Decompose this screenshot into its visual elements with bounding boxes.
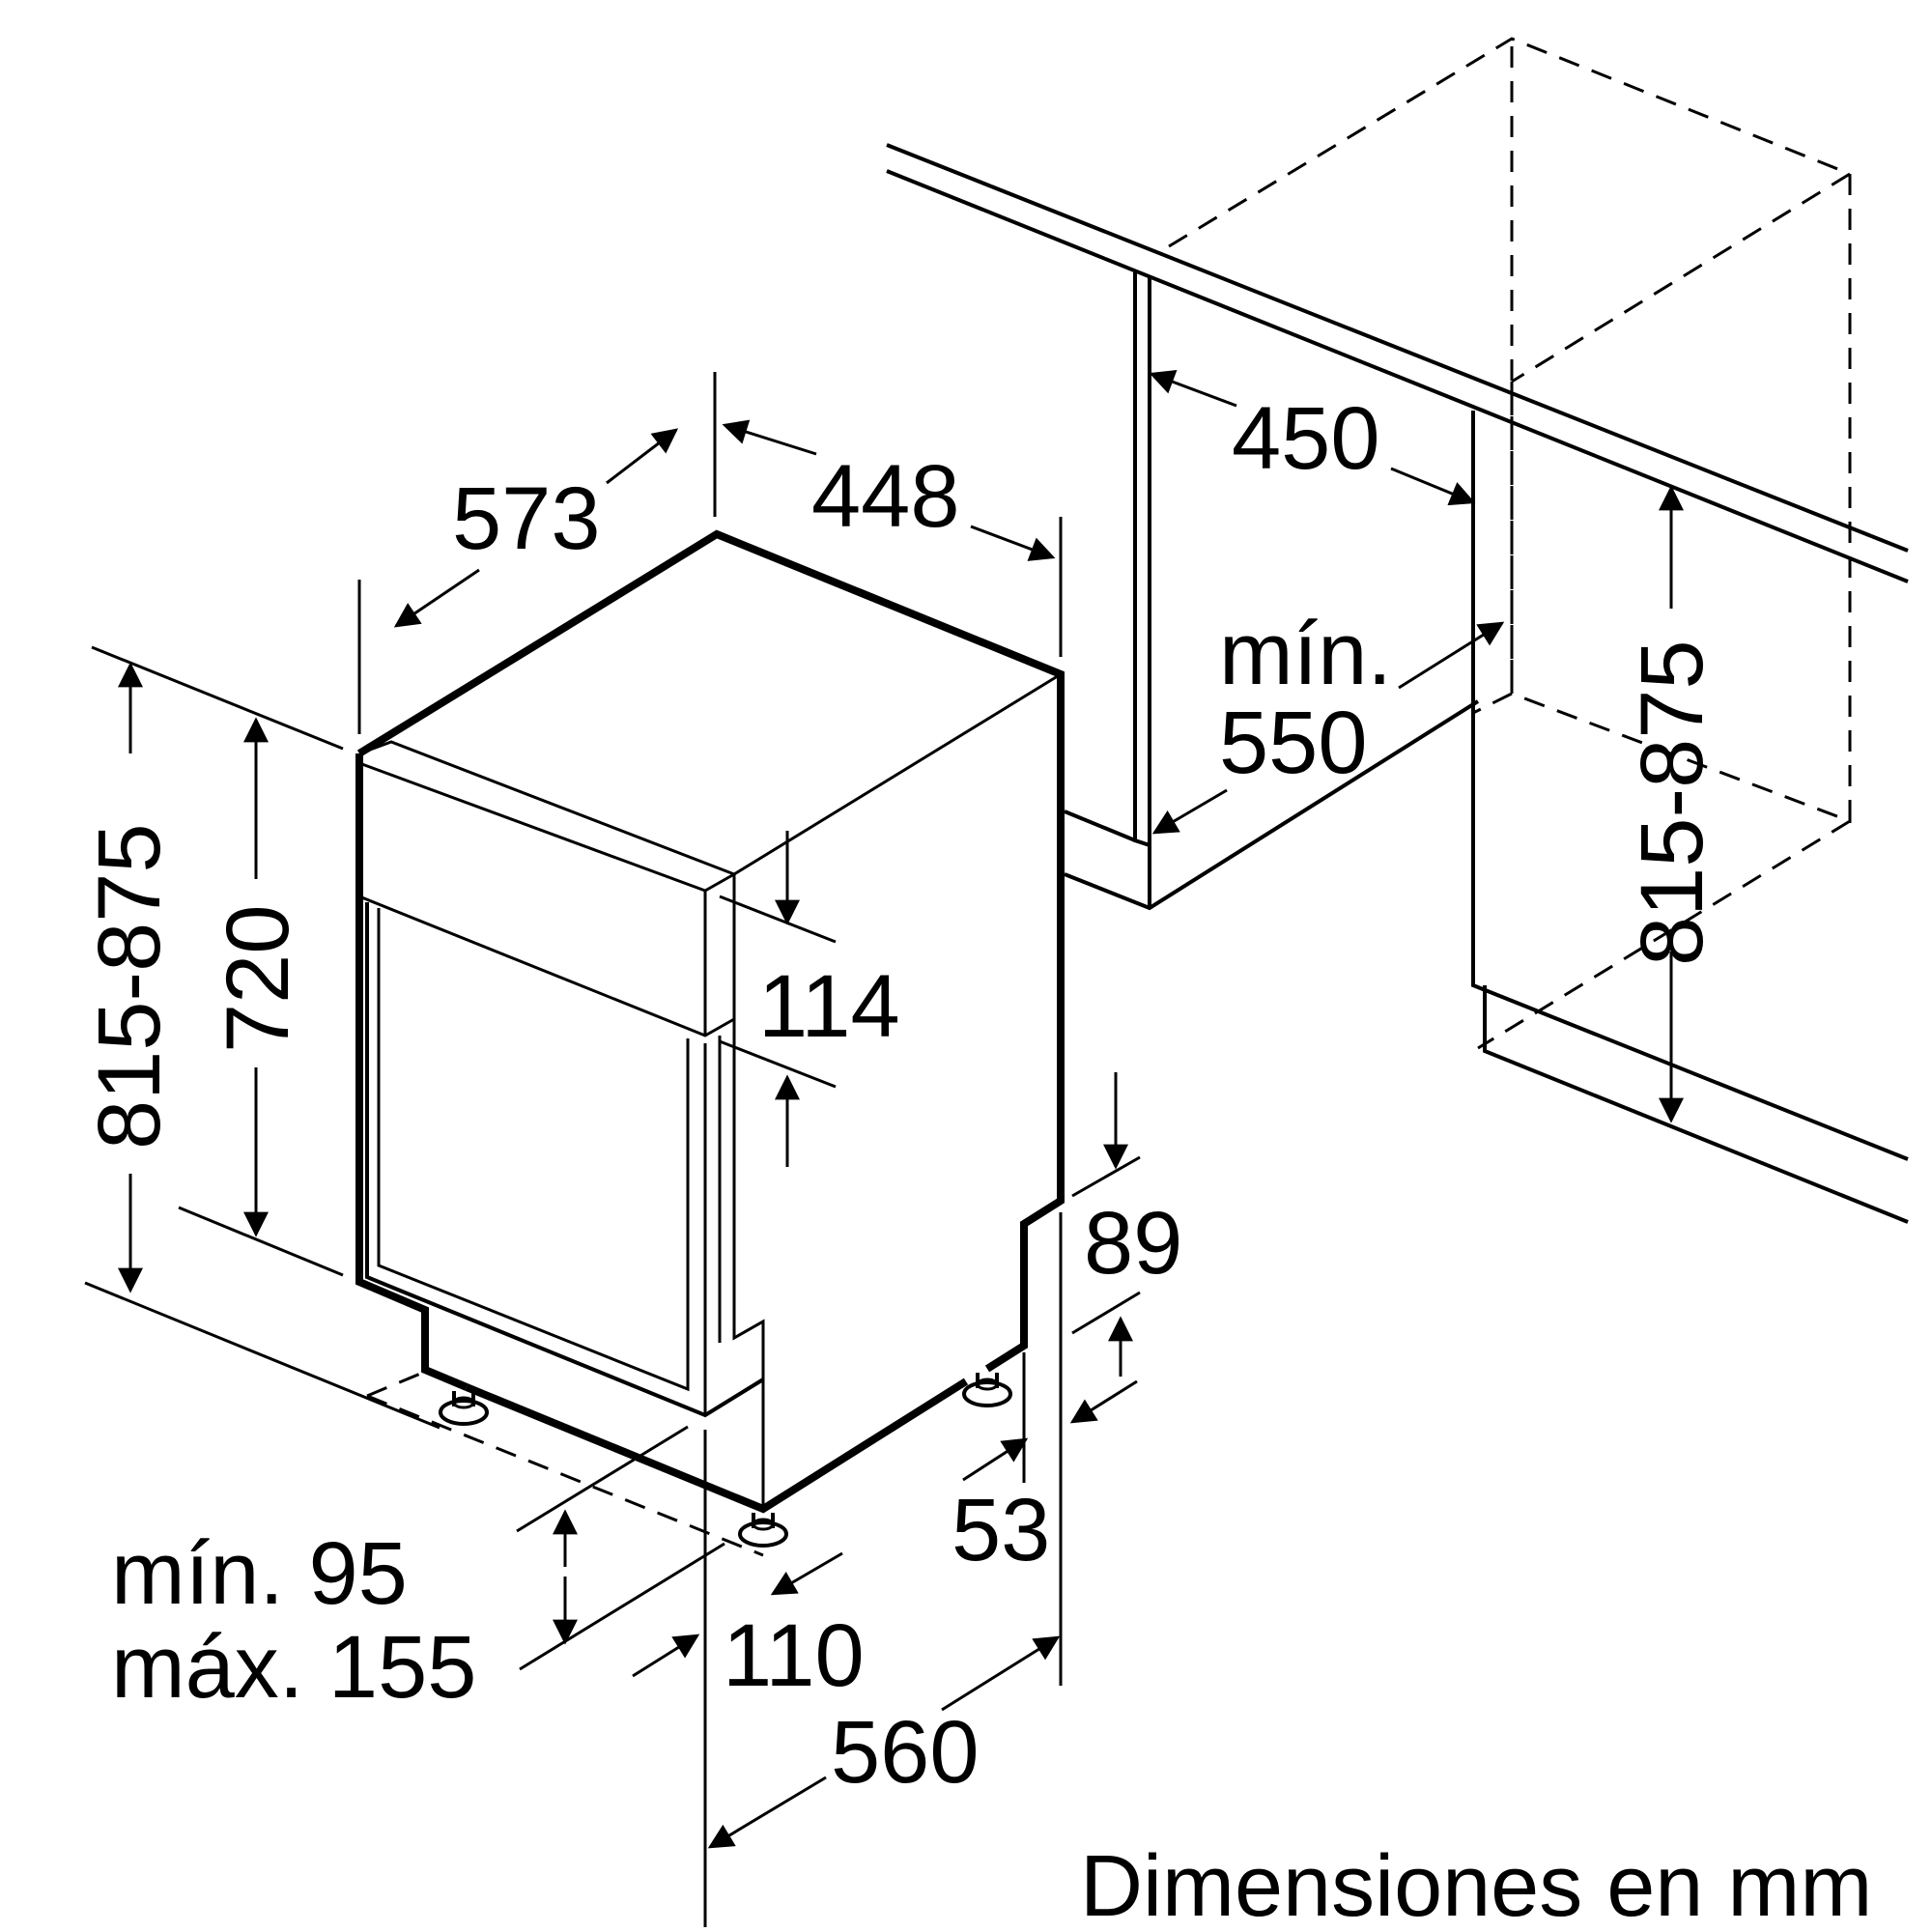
countertop-bottom-line (886, 169, 1909, 583)
dim-label-min-95: mín. 95 (111, 1524, 408, 1623)
dim-line-53 (962, 1437, 1029, 1482)
dim-line-448 (722, 419, 817, 456)
foot-front-left (439, 1391, 489, 1426)
appliance-bottom-edge (465, 1378, 969, 1514)
dishwasher-body (355, 529, 1065, 1557)
front-panel-top (358, 761, 735, 893)
dimension-lines (84, 370, 1684, 1927)
dim-label-53: 53 (952, 1481, 1050, 1579)
dimension-labels: 573 448 450 mín. 550 815-875 720 114 89 … (80, 389, 1721, 1802)
cabinet-left-base (1064, 699, 1480, 911)
dim-label-450: 450 (1232, 389, 1380, 488)
dim-label-89: 89 (1084, 1194, 1182, 1293)
dim-label-720: 720 (209, 905, 307, 1054)
countertop-top-line (886, 143, 1909, 553)
floor-footprint-dashed (366, 1370, 764, 1557)
foot-front-right (738, 1513, 788, 1548)
dim-label-550: 550 (1219, 694, 1368, 792)
door-frame-outer (365, 902, 765, 1418)
appliance-outline (356, 529, 1065, 1373)
dim-label-114: 114 (758, 957, 900, 1056)
dim-line-110 (632, 1634, 700, 1678)
kitchen-cabinet (886, 37, 1909, 1224)
dim-line-550 (1398, 621, 1505, 690)
dim-label-560: 560 (831, 1703, 980, 1802)
cabinet-right-post (1471, 411, 1909, 1224)
control-panel-line (358, 895, 735, 1037)
dim-label-min: mín. (1219, 605, 1392, 703)
cabinet-left-post (1133, 272, 1151, 908)
side-panel-edge (732, 874, 765, 1509)
dim-label-815-875-right: 815-875 (1623, 639, 1721, 966)
dim-label-110: 110 (723, 1606, 865, 1705)
upper-cabinet-dashed (1168, 37, 1852, 1050)
units-caption: Dimensiones en mm (1080, 1838, 1872, 1932)
dim-label-448: 448 (811, 447, 960, 546)
foot-rear-right (962, 1373, 1012, 1407)
dim-line-560 (941, 1635, 1061, 1712)
appliance-front-left-edge (355, 753, 469, 1391)
door-frame-inner (377, 908, 690, 1392)
dim-line-450 (1149, 370, 1237, 408)
dim-label-max-155: máx. 155 (111, 1618, 476, 1717)
top-panel-inner (358, 672, 1062, 876)
dim-line-573 (606, 428, 679, 485)
dim-label-815-875-left: 815-875 (80, 823, 179, 1150)
dim-label-573: 573 (452, 469, 601, 568)
